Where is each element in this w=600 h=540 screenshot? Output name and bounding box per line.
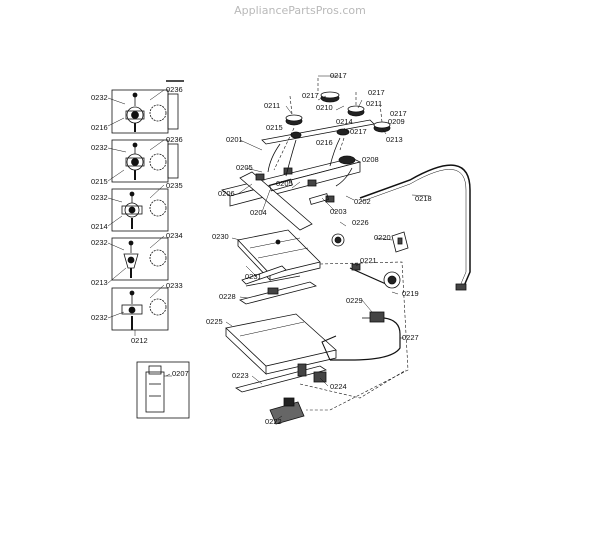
valve-0229 (362, 311, 385, 323)
bracket-0220 (391, 231, 409, 253)
callout-label: 0205 (236, 163, 253, 172)
callout-label: 0232 (91, 313, 108, 322)
callout-label: 0217 (390, 109, 407, 118)
callout-label: 0234 (166, 231, 183, 240)
callout-label: 0217 (350, 127, 367, 136)
callout-label: 0217 (368, 88, 385, 97)
valve-box-4 (111, 237, 169, 281)
ignition-module-box (136, 361, 190, 419)
callout-label: 0210 (316, 103, 333, 112)
valve-box-5 (111, 287, 169, 331)
valve-box-3 (111, 188, 169, 232)
callout-label: 0201 (226, 135, 243, 144)
callout-label: 0212 (131, 336, 148, 345)
callout-label: 0231 (245, 272, 262, 281)
callout-label: 0236 (166, 85, 183, 94)
callout-label: 0205 (276, 179, 293, 188)
callout-label: 0230 (212, 232, 229, 241)
callout-label: 0214 (91, 222, 108, 231)
callout-label: 0207 (172, 369, 189, 378)
callout-label: 0235 (166, 181, 183, 190)
callout-label: 0203 (330, 207, 347, 216)
callout-label: 0211 (366, 99, 383, 108)
tube-0227 (321, 317, 401, 361)
callout-label: 0209 (388, 117, 405, 126)
callout-label: 0217 (330, 71, 347, 80)
callout-label: 0213 (386, 135, 403, 144)
callout-label: 0213 (91, 278, 108, 287)
callout-label: 0214 (336, 117, 353, 126)
thermostat-0219 (349, 263, 401, 289)
callout-label: 0232 (91, 238, 108, 247)
burner-manifold-assembly (221, 78, 391, 231)
callout-label: 0216 (316, 138, 333, 147)
callout-label: 0232 (91, 193, 108, 202)
callout-label: 0227 (402, 333, 419, 342)
callout-label: 0206 (218, 189, 235, 198)
callout-label: 0202 (354, 197, 371, 206)
callout-label: 0232 (91, 93, 108, 102)
rod-0231 (241, 265, 301, 287)
callout-label: 0223 (232, 371, 249, 380)
callout-label: 0215 (91, 177, 108, 186)
callout-label: 0208 (362, 155, 379, 164)
valve-column (107, 80, 184, 336)
callout-label: 0219 (402, 289, 419, 298)
callout-label: 0216 (91, 123, 108, 132)
callout-label: 0222 (265, 417, 282, 426)
igniter-rail-0223 (235, 363, 327, 393)
callout-label: 0228 (219, 292, 236, 301)
callout-label: 0226 (352, 218, 369, 227)
callout-label: 0224 (330, 382, 347, 391)
callout-label: 0221 (360, 256, 377, 265)
callout-label: 0220 (374, 233, 391, 242)
callout-label: 0211 (264, 101, 281, 110)
outer-frame-dashed (299, 261, 409, 411)
callout-label: 0225 (206, 317, 223, 326)
main-leaders (165, 75, 431, 421)
valve-column-leaders (107, 89, 165, 336)
rail-0228 (239, 281, 317, 305)
knob-0226 (331, 233, 345, 247)
gas-line-0218 (359, 164, 471, 291)
callout-label: 0217 (302, 91, 319, 100)
watermark: AppliancePartsPros.com (234, 4, 366, 17)
callout-label: 0229 (346, 296, 363, 305)
callout-label: 0236 (166, 135, 183, 144)
callout-label: 0204 (250, 208, 267, 217)
valve-box-2 (111, 139, 179, 183)
callout-label: 0215 (266, 123, 283, 132)
tray-0225 (225, 313, 337, 375)
callout-label: 0232 (91, 143, 108, 152)
valve-box-1 (111, 89, 179, 134)
callout-label: 0218 (415, 194, 432, 203)
callout-label: 0233 (166, 281, 183, 290)
